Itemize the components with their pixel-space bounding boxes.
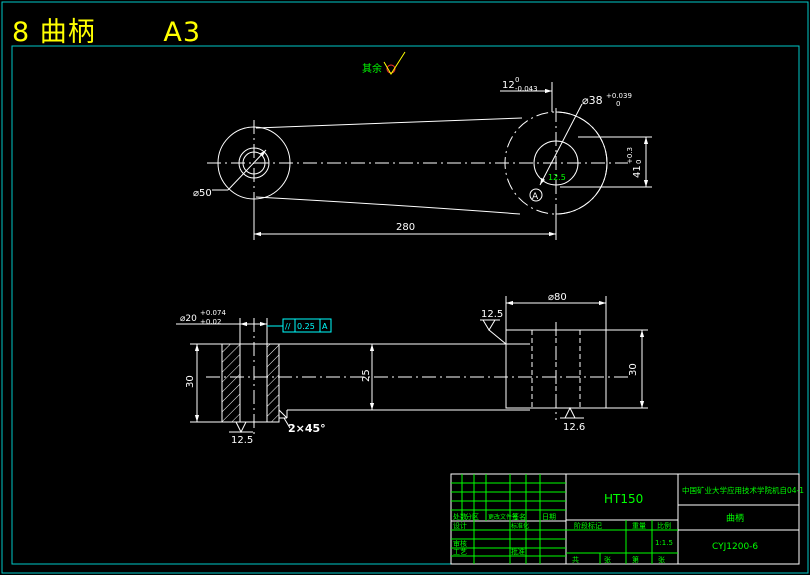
institution-label: 中国矿业大学应用技术学院机自04-1 [682, 485, 804, 495]
bore-roughness: 12.5 [548, 173, 566, 182]
top-view: 12 0 -0.043 ⌀38 +0.039 0 12.5 A ⌀50 41 +… [193, 76, 652, 240]
part-name: 曲柄 [39, 17, 96, 48]
front-view: ⌀20 +0.074 +0.02 // 0.25 A ⌀80 30 25 [176, 292, 648, 446]
svg-text:张: 张 [604, 555, 611, 564]
svg-text:0: 0 [515, 76, 519, 84]
arm-thickness-dim: 25 [361, 369, 372, 382]
left-height-dim: 30 [185, 375, 196, 388]
svg-text:共: 共 [572, 555, 579, 564]
title-part-name: 曲柄 [726, 512, 744, 524]
parallelism-datum: A [322, 322, 328, 331]
svg-text:0: 0 [616, 100, 620, 108]
large-bore-dim: ⌀38 [582, 94, 603, 107]
datum-a-circle [529, 188, 543, 202]
svg-text:签名: 签名 [512, 512, 526, 521]
svg-text:处数: 处数 [453, 512, 467, 521]
svg-text:+0.02: +0.02 [200, 318, 221, 326]
keyway-width-dim: 12 [502, 80, 515, 91]
small-boss-dim: ⌀50 [193, 188, 212, 199]
svg-text:0: 0 [635, 160, 643, 164]
svg-text:分区: 分区 [465, 512, 479, 521]
sheet-size: A3 [163, 17, 202, 48]
svg-text:+0.039: +0.039 [606, 92, 632, 100]
scale-value: 1:1.5 [655, 539, 673, 547]
small-bore-dim: ⌀20 [180, 314, 197, 324]
svg-text:批准: 批准 [511, 547, 525, 556]
svg-text:标准化: 标准化 [511, 522, 529, 530]
arm-lower-edge [255, 196, 521, 215]
large-hub-dia-dim: ⌀80 [548, 292, 567, 303]
left-roughness: 12.5 [231, 435, 253, 446]
svg-text:日期: 日期 [542, 513, 556, 521]
drawing-number: CYJ1200-6 [712, 542, 758, 552]
material-label: HT150 [604, 492, 643, 506]
chamfer-callout: 2×45° [288, 422, 326, 435]
svg-text:重量: 重量 [632, 522, 646, 530]
parallelism-frame [282, 318, 332, 333]
svg-text:审核: 审核 [453, 539, 467, 548]
top-roughness: 12.5 [481, 309, 503, 320]
svg-text:张: 张 [658, 555, 665, 564]
svg-text:设计: 设计 [453, 521, 467, 530]
svg-text:比例: 比例 [657, 521, 671, 530]
svg-text:+0.3: +0.3 [626, 147, 634, 164]
right-roughness: 12.6 [563, 422, 585, 433]
remaining-roughness-symbol: 其余 [362, 51, 406, 75]
left-hub-section-left [221, 343, 241, 423]
svg-text:更改文件号: 更改文件号 [488, 513, 518, 521]
left-hub-section-right [266, 343, 280, 423]
parallelism-symbol: // [285, 322, 291, 331]
svg-text:阶段标记: 阶段标记 [574, 521, 602, 530]
parallelism-value: 0.25 [297, 322, 315, 331]
datum-a-label: A [532, 192, 539, 202]
svg-text:+0.074: +0.074 [200, 309, 226, 317]
right-height-dim: 30 [628, 363, 639, 376]
svg-text:-0.043: -0.043 [515, 85, 538, 93]
drawing-heading: 8 曲柄 A3 [12, 10, 201, 49]
svg-text:第: 第 [632, 555, 639, 564]
part-number: 8 [12, 17, 31, 48]
title-block: 处数 分区 更改文件号 签名 日期 设计 标准化 审核 工艺 批准 HT150 … [450, 473, 804, 565]
center-distance-dim: 280 [396, 222, 415, 233]
svg-text:工艺: 工艺 [453, 548, 467, 556]
arm-upper-edge [255, 117, 523, 129]
remaining-label: 其余 [362, 62, 382, 75]
inner-frame [11, 45, 800, 565]
keyway-depth-dim: 41 [632, 165, 643, 178]
